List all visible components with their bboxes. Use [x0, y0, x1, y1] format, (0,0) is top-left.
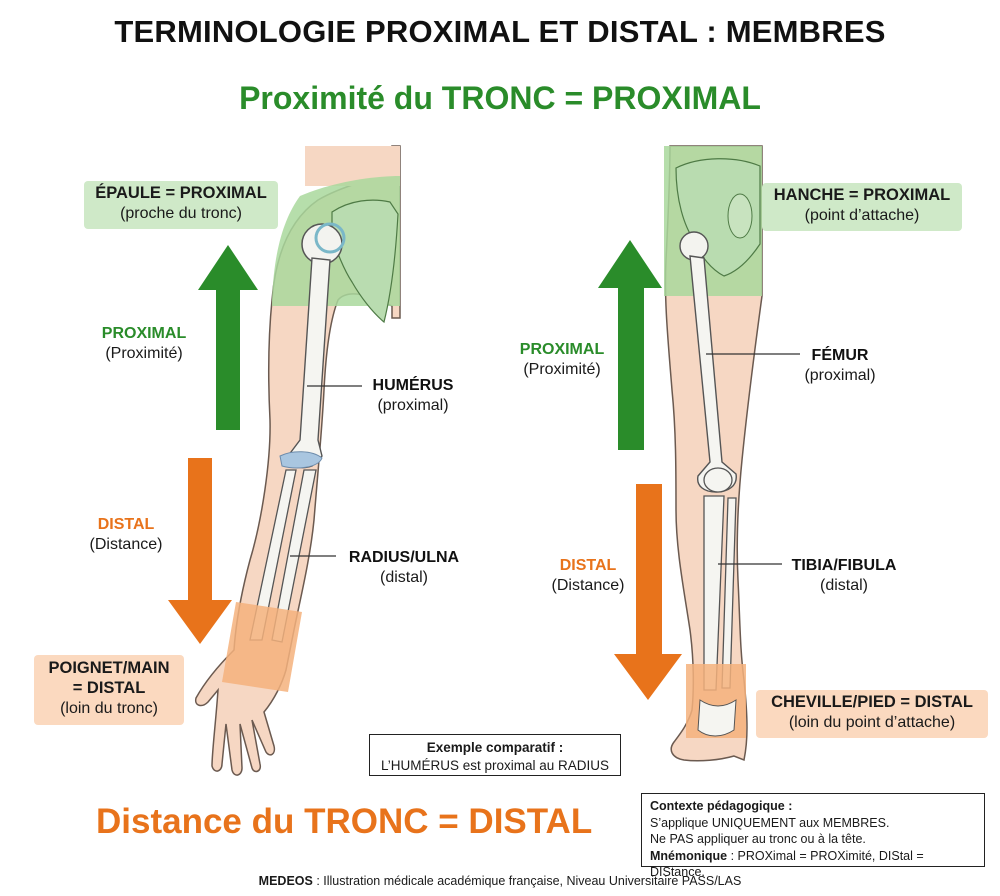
femoral-head	[679, 231, 709, 261]
context-title: Contexte pédagogique :	[650, 799, 793, 813]
sacrum-bone	[727, 193, 753, 239]
arm-distal-title: DISTAL	[97, 516, 155, 533]
tibia-fibula-sub: (distal)	[819, 577, 868, 594]
leg-distal-title: DISTAL	[559, 557, 617, 574]
ankle-distal-box: CHEVILLE/PIED = DISTAL (loin du point d’…	[756, 690, 988, 738]
elbow-cartilage	[279, 451, 323, 469]
arm-distal-arrow	[168, 458, 232, 644]
leg-proximal-label: PROXIMAL (Proximité)	[502, 340, 622, 380]
wrist-box-sub: (loin du tronc)	[60, 699, 158, 717]
leg-distal-sub: (Distance)	[551, 577, 625, 594]
arm-distal-sub: (Distance)	[89, 536, 163, 553]
femur-sub: (proximal)	[804, 367, 876, 384]
arm-distal-label: DISTAL (Distance)	[64, 515, 188, 555]
arm-proximal-arrow	[198, 245, 258, 430]
radius-ulna-label: RADIUS/ULNA (distal)	[336, 548, 472, 588]
arm-proximal-title: PROXIMAL	[101, 325, 187, 342]
footer-text: : Illustration médicale académique franç…	[312, 874, 742, 888]
leg-figure	[664, 145, 800, 762]
foot-bones	[697, 699, 737, 737]
leg-proximal-sub: (Proximité)	[523, 361, 601, 378]
wrist-distal-zone	[222, 602, 302, 692]
context-line-1: S’applique UNIQUEMENT aux MEMBRES.	[650, 815, 890, 830]
shoulder-box-title: ÉPAULE = PROXIMAL	[95, 184, 267, 202]
patella-bone	[703, 467, 733, 493]
tibia-fibula-title: TIBIA/FIBULA	[791, 557, 897, 574]
wrist-distal-box: POIGNET/MAIN = DISTAL (loin du tronc)	[34, 655, 184, 725]
example-text: L’HUMÉRUS est proximal au RADIUS	[380, 757, 610, 773]
femur-title: FÉMUR	[811, 347, 869, 364]
distal-banner: Distance du TRONC = DISTAL	[96, 802, 593, 841]
ankle-box-sub: (loin du point d’attache)	[788, 713, 956, 731]
femur-label: FÉMUR (proximal)	[792, 346, 888, 386]
leg-distal-arrow	[614, 484, 682, 700]
proximal-banner: Proximité du TRONC = PROXIMAL	[239, 80, 761, 116]
wrist-box-title-1: POIGNET/MAIN	[48, 659, 170, 677]
leg-proximal-title: PROXIMAL	[519, 341, 605, 358]
mnemonic-label: Mnémonique	[650, 848, 728, 863]
leg-proximal-arrow	[598, 240, 662, 450]
arm-proximal-label: PROXIMAL (Proximité)	[84, 324, 204, 364]
radius-ulna-title: RADIUS/ULNA	[348, 549, 460, 566]
hip-proximal-box: HANCHE = PROXIMAL (point d’attache)	[762, 183, 962, 231]
context-line-2: Ne PAS appliquer au tronc ou à la tête.	[650, 832, 866, 846]
shoulder-box-sub: (proche du tronc)	[120, 204, 242, 222]
arm-figure	[194, 145, 401, 776]
leg-distal-label: DISTAL (Distance)	[526, 556, 650, 596]
humerus-sub: (proximal)	[377, 397, 449, 414]
wrist-box-title-2: = DISTAL	[72, 678, 146, 697]
radius-ulna-sub: (distal)	[379, 569, 428, 586]
context-mnemonic: Mnémonique : PROXimal = PROXimité, DISta…	[650, 848, 976, 881]
humerus-label: HUMÉRUS (proximal)	[360, 376, 466, 416]
page-title: TERMINOLOGIE PROXIMAL ET DISTAL : MEMBRE…	[114, 14, 886, 49]
tibia-fibula-label: TIBIA/FIBULA (distal)	[780, 556, 908, 596]
scapula-bone	[331, 199, 399, 324]
footer-brand: MEDEOS	[258, 874, 313, 888]
hip-box-sub: (point d’attache)	[804, 206, 920, 224]
humerus-title: HUMÉRUS	[372, 377, 454, 394]
example-title: Exemple comparatif :	[426, 740, 564, 755]
humeral-head	[301, 223, 343, 265]
shoulder-joint-cartilage	[314, 222, 346, 254]
ankle-box-title: CHEVILLE/PIED = DISTAL	[771, 693, 973, 711]
footer-credit: MEDEOS : Illustration médicale académiqu…	[0, 874, 1000, 888]
comparative-example-box: Exemple comparatif : L’HUMÉRUS est proxi…	[369, 734, 621, 776]
arm-proximal-sub: (Proximité)	[105, 345, 183, 362]
pedagogical-context-box: Contexte pédagogique : S’applique UNIQUE…	[641, 793, 985, 879]
shoulder-proximal-box: ÉPAULE = PROXIMAL (proche du tronc)	[84, 181, 278, 229]
hip-box-title: HANCHE = PROXIMAL	[773, 186, 951, 204]
mnemonic-text: : PROXimal = PROXimité, DIStal = DIStanc…	[650, 848, 924, 880]
